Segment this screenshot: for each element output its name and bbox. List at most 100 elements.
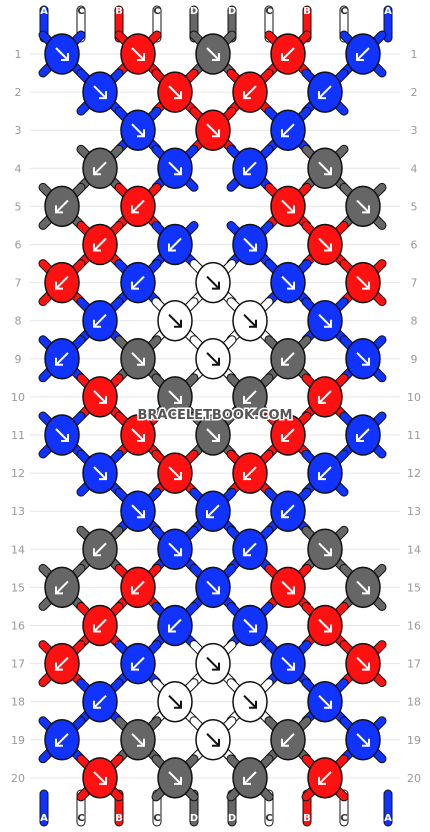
arrow-down-right-icon bbox=[356, 733, 370, 747]
row-label-right: 4 bbox=[411, 162, 418, 175]
arrow-down-right-icon bbox=[55, 428, 69, 442]
arrow-down-right-icon bbox=[356, 656, 370, 671]
top-string-label: D bbox=[190, 6, 198, 17]
row-label-right: 15 bbox=[407, 581, 421, 594]
arrow-down-left-icon bbox=[356, 47, 370, 61]
row-label-left: 1 bbox=[15, 48, 22, 61]
arrow-down-right-icon bbox=[206, 428, 220, 442]
row-label-right: 8 bbox=[411, 315, 418, 328]
arrow-down-left-icon bbox=[93, 237, 107, 252]
arrow-down-left-icon bbox=[93, 694, 107, 709]
arrow-down-right-icon bbox=[131, 352, 145, 366]
arrow-down-left-icon bbox=[131, 275, 145, 290]
bottom-string-label: D bbox=[228, 813, 236, 824]
arrow-down-right-icon bbox=[206, 47, 220, 61]
row-label-left: 14 bbox=[11, 543, 25, 556]
arrow-down-left-icon bbox=[281, 733, 295, 747]
row-label-right: 6 bbox=[411, 239, 418, 252]
top-string-label: C bbox=[340, 6, 347, 17]
arrow-down-left-icon bbox=[206, 504, 220, 519]
arrow-down-left-icon bbox=[281, 504, 295, 519]
row-label-left: 17 bbox=[11, 658, 25, 671]
arrow-down-right-icon bbox=[243, 694, 257, 709]
arrow-down-left-icon bbox=[243, 161, 257, 176]
arrow-down-right-icon bbox=[168, 466, 182, 481]
arrow-down-left-icon bbox=[281, 352, 295, 366]
arrow-down-right-icon bbox=[93, 466, 107, 481]
arrow-down-left-icon bbox=[55, 199, 69, 214]
row-label-right: 7 bbox=[411, 277, 418, 290]
arrow-down-right-icon bbox=[131, 123, 145, 138]
arrow-down-left-icon bbox=[318, 466, 332, 481]
row-label-left: 7 bbox=[15, 277, 22, 290]
arrow-down-left-icon bbox=[93, 618, 107, 633]
arrow-down-right-icon bbox=[131, 504, 145, 519]
arrow-down-right-icon bbox=[318, 161, 332, 176]
arrow-down-left-icon bbox=[243, 85, 257, 100]
arrow-down-left-icon bbox=[318, 85, 332, 100]
arrow-down-right-icon bbox=[318, 237, 332, 252]
row-label-right: 5 bbox=[411, 200, 418, 213]
row-label-left: 4 bbox=[15, 162, 22, 175]
arrow-down-right-icon bbox=[281, 656, 295, 671]
top-string-label: D bbox=[228, 6, 236, 17]
row-label-left: 9 bbox=[15, 353, 22, 366]
arrow-down-left-icon bbox=[168, 237, 182, 252]
arrow-down-right-icon bbox=[131, 47, 145, 61]
arrow-down-right-icon bbox=[93, 85, 107, 100]
top-string-label: A bbox=[40, 6, 48, 17]
row-label-right: 2 bbox=[411, 86, 418, 99]
arrow-down-left-icon bbox=[318, 771, 332, 785]
row-label-right: 16 bbox=[407, 620, 421, 633]
bottom-string-label: C bbox=[77, 813, 84, 824]
row-label-left: 12 bbox=[11, 467, 25, 480]
arrow-down-right-icon bbox=[168, 694, 182, 709]
knot-grid bbox=[44, 33, 381, 799]
arrow-down-left-icon bbox=[281, 428, 295, 442]
arrow-down-right-icon bbox=[168, 161, 182, 176]
arrow-down-right-icon bbox=[168, 313, 182, 328]
bottom-string-label: A bbox=[40, 813, 48, 824]
row-label-right: 11 bbox=[407, 429, 421, 442]
row-label-right: 3 bbox=[411, 124, 418, 137]
arrow-down-left-icon bbox=[55, 656, 69, 671]
row-label-left: 8 bbox=[15, 315, 22, 328]
arrow-down-right-icon bbox=[281, 275, 295, 290]
arrow-down-right-icon bbox=[206, 352, 220, 366]
arrow-down-right-icon bbox=[206, 275, 220, 290]
arrow-down-right-icon bbox=[318, 313, 332, 328]
bottom-string-label: C bbox=[265, 813, 272, 824]
arrow-down-right-icon bbox=[243, 313, 257, 328]
bottom-string-label: A bbox=[384, 813, 392, 824]
row-label-left: 11 bbox=[11, 429, 25, 442]
arrow-down-right-icon bbox=[356, 352, 370, 366]
top-string-label: B bbox=[303, 6, 311, 17]
row-label-right: 10 bbox=[407, 391, 421, 404]
arrow-down-right-icon bbox=[318, 542, 332, 557]
arrow-down-left-icon bbox=[243, 542, 257, 557]
arrow-down-left-icon bbox=[243, 771, 257, 785]
row-label-right: 1 bbox=[411, 48, 418, 61]
arrow-down-left-icon bbox=[281, 47, 295, 61]
arrow-down-left-icon bbox=[318, 390, 332, 404]
arrow-down-left-icon bbox=[55, 352, 69, 366]
arrow-down-right-icon bbox=[168, 390, 182, 404]
arrow-down-left-icon bbox=[168, 618, 182, 633]
bottom-string-label: D bbox=[190, 813, 198, 824]
row-label-left: 3 bbox=[15, 124, 22, 137]
row-label-right: 18 bbox=[407, 696, 421, 709]
row-label-left: 6 bbox=[15, 239, 22, 252]
row-label-right: 14 bbox=[407, 543, 421, 556]
arrow-down-right-icon bbox=[206, 656, 220, 671]
arrow-down-left-icon bbox=[93, 161, 107, 176]
arrow-down-right-icon bbox=[131, 428, 145, 442]
arrow-down-right-icon bbox=[243, 618, 257, 633]
row-label-left: 13 bbox=[11, 505, 25, 518]
row-label-left: 15 bbox=[11, 581, 25, 594]
arrow-down-right-icon bbox=[168, 542, 182, 557]
arrow-down-right-icon bbox=[168, 771, 182, 785]
arrow-down-right-icon bbox=[356, 580, 370, 595]
row-label-right: 19 bbox=[407, 734, 421, 747]
